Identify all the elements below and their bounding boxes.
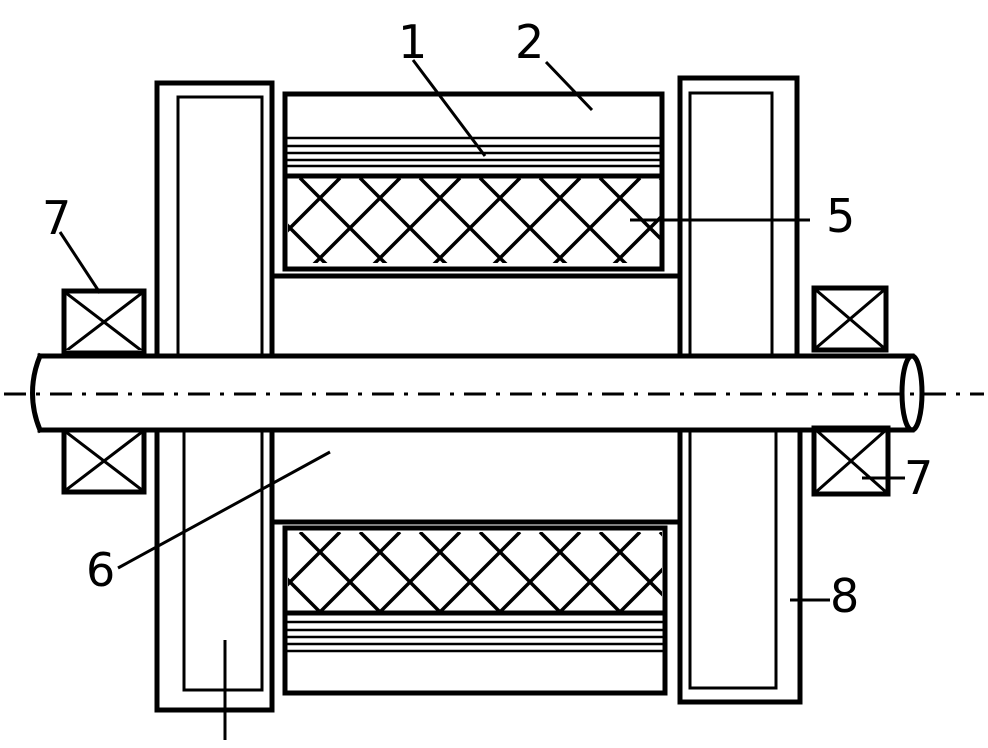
rotor-body <box>269 273 683 525</box>
right-end-plate <box>677 75 803 705</box>
label-7-right: 7 <box>904 451 933 505</box>
label-1: 1 <box>398 15 427 69</box>
upper-winding <box>288 178 660 263</box>
label-7-left: 7 <box>42 191 71 245</box>
label-8: 8 <box>830 569 859 623</box>
bearing-bottom-left <box>61 427 147 495</box>
label-6: 6 <box>86 543 115 597</box>
leader-lines <box>58 59 905 740</box>
lower-stator-core <box>282 525 668 696</box>
lower-winding <box>288 532 662 612</box>
shaft <box>30 352 925 434</box>
upper-stator-core <box>282 91 665 272</box>
left-end-plate <box>154 80 275 713</box>
bearing-top-left <box>61 288 147 356</box>
label-5: 5 <box>826 189 855 243</box>
bearing-top-right <box>811 285 889 353</box>
bearing-bottom-right <box>811 425 891 497</box>
label-2: 2 <box>515 15 544 69</box>
